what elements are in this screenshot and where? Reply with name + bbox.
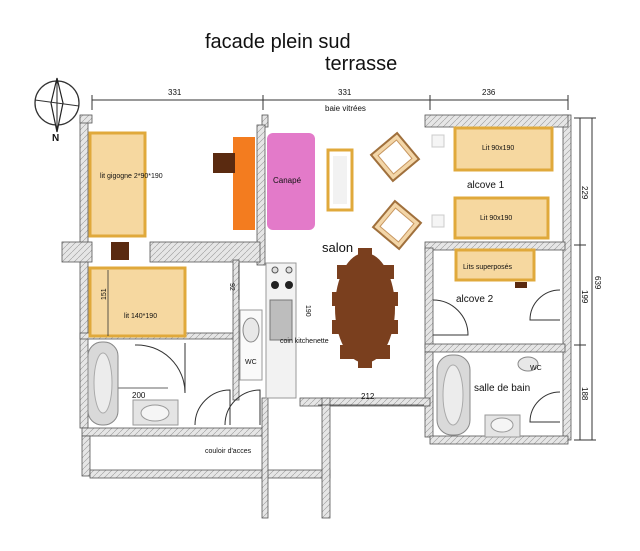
salon-label: salon	[322, 240, 353, 255]
dim-bed-length: 151	[101, 288, 108, 300]
double-bed-label: lit 140*190	[124, 313, 157, 320]
window-label: baie vitrées	[325, 104, 366, 113]
door-swing	[529, 391, 561, 423]
dim-kitchen-length: 190	[304, 305, 311, 317]
dim-top-left: 331	[168, 88, 182, 97]
door-swing	[134, 343, 186, 394]
compass-icon: N	[34, 77, 80, 144]
dim-right-middle: 199	[580, 290, 589, 304]
dim-bath-width: 200	[132, 391, 146, 400]
dim-right-total: 639	[593, 276, 602, 290]
desk	[233, 137, 255, 230]
bed-b-label: Lit 90x190	[480, 215, 512, 222]
bed-alcove1-a	[453, 126, 554, 172]
armchair	[371, 199, 423, 251]
dim-top-right: 236	[482, 88, 496, 97]
bunks-label: Lits superposés	[463, 264, 513, 271]
bathroom-label: salle de bain	[474, 383, 530, 394]
wc-left-label: WC	[245, 359, 257, 366]
nightstand	[111, 242, 129, 260]
bunk-beds-alcove2	[454, 248, 536, 282]
door-swing	[432, 299, 469, 336]
dining-table	[332, 248, 398, 368]
dim-hall-width: 212	[361, 392, 375, 401]
door-swing	[224, 389, 261, 426]
wc-right-label: WC	[530, 365, 542, 372]
north-label: N	[52, 133, 59, 144]
sofa	[267, 133, 315, 230]
door-swing	[194, 389, 231, 426]
top-dimension-line	[91, 95, 569, 110]
bunk-bed	[88, 131, 147, 238]
bed-alcove1-b	[453, 196, 550, 240]
dim-top-middle: 331	[338, 88, 352, 97]
toilet-right	[517, 356, 539, 372]
dim-right-upper: 229	[580, 186, 589, 200]
alcove2-label: alcove 2	[456, 294, 494, 305]
sofa-label: Canapé	[273, 176, 302, 185]
bunk-bed-label: lit gigogne 2*90*190	[100, 173, 163, 180]
chair	[213, 153, 235, 173]
double-bed	[88, 266, 187, 338]
toilet-left	[242, 317, 260, 343]
terrace-title: terrasse	[325, 53, 397, 75]
door-swing	[529, 289, 561, 321]
dim-kitchen-depth: 92	[228, 283, 235, 291]
dim-right-lower: 188	[580, 387, 589, 401]
corridor-label: couloir d'acces	[205, 448, 252, 455]
alcove1-label: alcove 1	[467, 180, 505, 191]
armchair	[369, 131, 421, 183]
bed-a-label: Lit 90x190	[482, 145, 514, 152]
kitchenette-label: coin kitchenette	[280, 338, 329, 345]
right-dimension-line	[574, 117, 596, 441]
facade-title: facade plein sud	[205, 31, 351, 53]
